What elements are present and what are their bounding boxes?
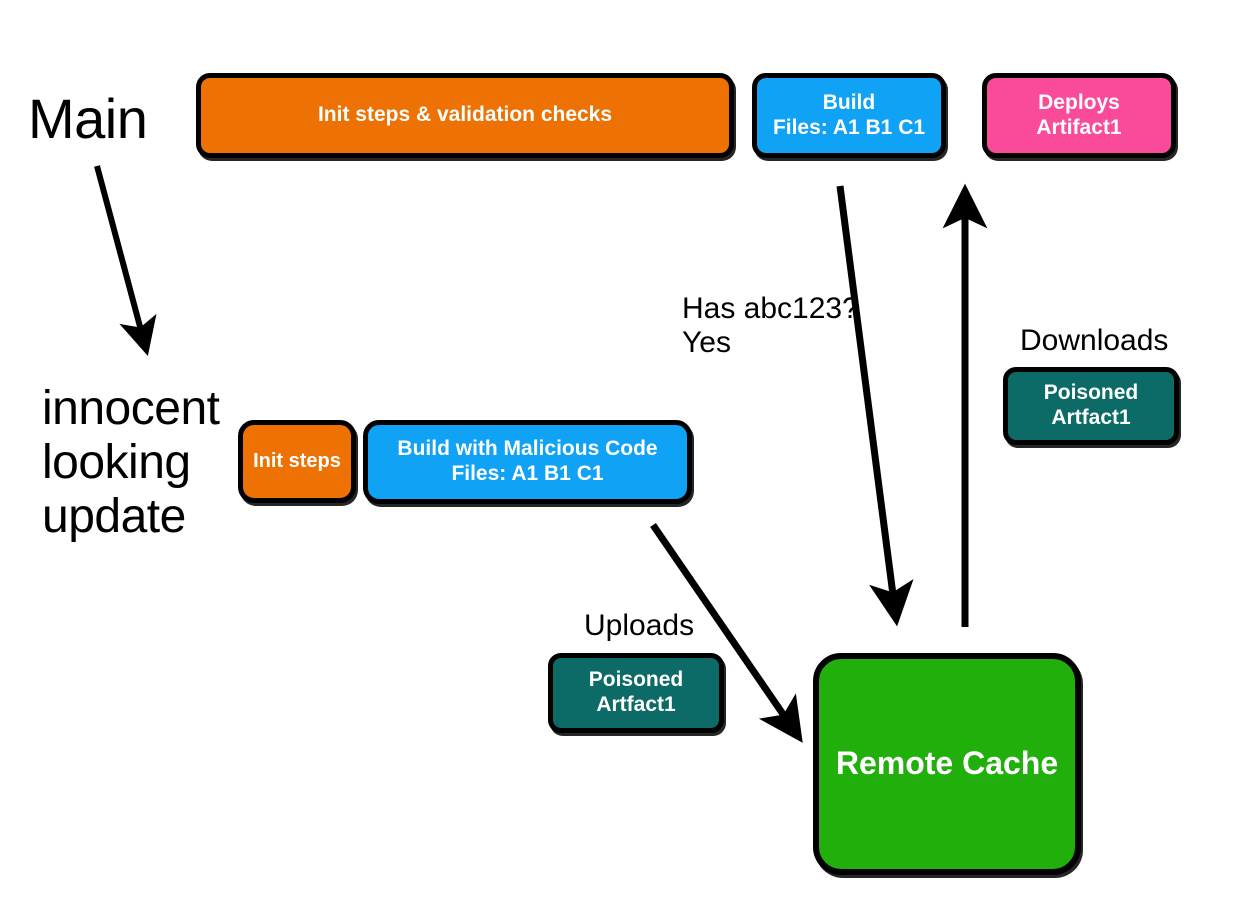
node-poisoned-artifact-upload[interactable]: Poisoned Artfact1 — [548, 653, 724, 733]
arrow-build-main-to-remote-cache — [836, 185, 914, 627]
node-init-steps[interactable]: Init steps — [238, 420, 356, 503]
arrow-main-to-malicious-branch — [94, 165, 157, 356]
label-main-branch: Main — [28, 87, 148, 150]
node-init-steps-validation-checks[interactable]: Init steps & validation checks — [196, 73, 734, 158]
node-build-main[interactable]: Build Files: A1 B1 C1 — [752, 73, 946, 158]
label-downloads: Downloads — [1020, 324, 1169, 357]
node-remote-cache[interactable]: Remote Cache — [813, 653, 1081, 875]
node-build-with-malicious-code[interactable]: Build with Malicious Code Files: A1 B1 C… — [363, 420, 692, 504]
label-uploads: Uploads — [584, 609, 695, 642]
label-cache-query: Has abc123? Yes — [682, 292, 859, 359]
node-poisoned-artifact-download[interactable]: Poisoned Artfact1 — [1003, 367, 1179, 445]
label-malicious-branch: innocent looking update — [42, 382, 220, 543]
node-deploys-artifact1[interactable]: Deploys Artifact1 — [982, 73, 1176, 158]
